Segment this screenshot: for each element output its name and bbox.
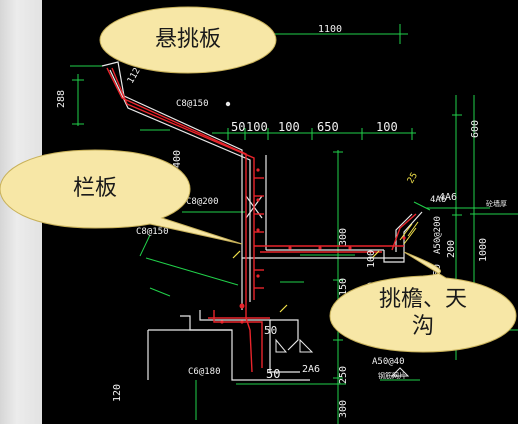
tick-marks xyxy=(232,250,380,313)
rebar-gutter-side: A50@200 xyxy=(433,216,443,254)
dim-angle-top: 25 xyxy=(406,171,420,185)
dim-300-v: 300 xyxy=(338,228,349,246)
callout-label-group: 挑檐、天 沟 xyxy=(328,270,518,356)
dim-2a6: 2A6 xyxy=(302,364,320,375)
callout-eave-gutter: 挑檐、天 沟 xyxy=(328,251,518,356)
cad-drawing: 1100 50 100 100 650 100 C8@150 C8@200 C8… xyxy=(56,24,518,424)
dim-100-a: 100 xyxy=(246,120,268,134)
dim-288: 288 xyxy=(56,90,67,108)
callout-parapet: 栏板 xyxy=(0,149,243,245)
callout-label-line1: 挑檐、天 xyxy=(378,286,467,312)
callout-bubble-shape xyxy=(329,251,517,353)
dim-600: 600 xyxy=(470,120,481,138)
gutter-hatch xyxy=(399,221,419,245)
rebar-parapet-label: C8@150 xyxy=(136,227,169,237)
callout-label-line2: 沟 xyxy=(411,314,434,339)
point-marker xyxy=(225,101,231,107)
rebar-upper-label: C8@200 xyxy=(186,197,219,207)
dimension-texts: 1100 50 100 100 650 100 C8@150 C8@200 C8… xyxy=(56,24,507,418)
dim-400: 400 xyxy=(172,150,183,168)
rebar-cantilever-label: C8@150 xyxy=(176,99,209,109)
dim-100-c: 100 xyxy=(376,120,398,134)
dim-100-v: 100 xyxy=(366,250,377,268)
callout-bubble-shape xyxy=(99,6,277,74)
rebar-dots xyxy=(220,168,406,324)
dim-50: 50 xyxy=(231,120,245,134)
callout-label: 栏板 xyxy=(72,176,117,202)
rebar-gutter: 4A6 xyxy=(439,192,457,203)
dim-top: 1100 xyxy=(318,24,342,35)
dim-200: 200 xyxy=(446,240,457,258)
rebar-lines xyxy=(106,67,417,373)
dim-150-v: 150 xyxy=(338,278,349,296)
dim-120: 120 xyxy=(112,384,123,402)
dim-300-bottom: 300 xyxy=(338,400,349,418)
dimension-lines xyxy=(70,24,518,424)
rebar-bottom-label: C6@180 xyxy=(188,367,221,377)
dim-1000: 1000 xyxy=(478,238,489,262)
dim-50-bottom: 50 xyxy=(266,367,280,381)
dim-650: 650 xyxy=(317,120,339,134)
rebar-gutter-base: A50@40 xyxy=(372,357,405,367)
rebar-gutter-small: 4A6 xyxy=(430,195,446,205)
point-marker xyxy=(239,303,245,309)
note-bottom: 钢筋网片 xyxy=(378,371,406,380)
dim-50-left: 50 xyxy=(264,324,277,337)
dim-250: 250 xyxy=(338,366,349,384)
note-gutter: 砼墙厚 xyxy=(486,199,507,208)
callout-label: 悬挑板 xyxy=(154,27,221,53)
callout-cantilever-slab: 悬挑板 xyxy=(98,4,278,76)
section-markers xyxy=(275,338,410,377)
callout-bubble-shape xyxy=(0,149,243,245)
dim-100-b: 100 xyxy=(278,120,300,134)
